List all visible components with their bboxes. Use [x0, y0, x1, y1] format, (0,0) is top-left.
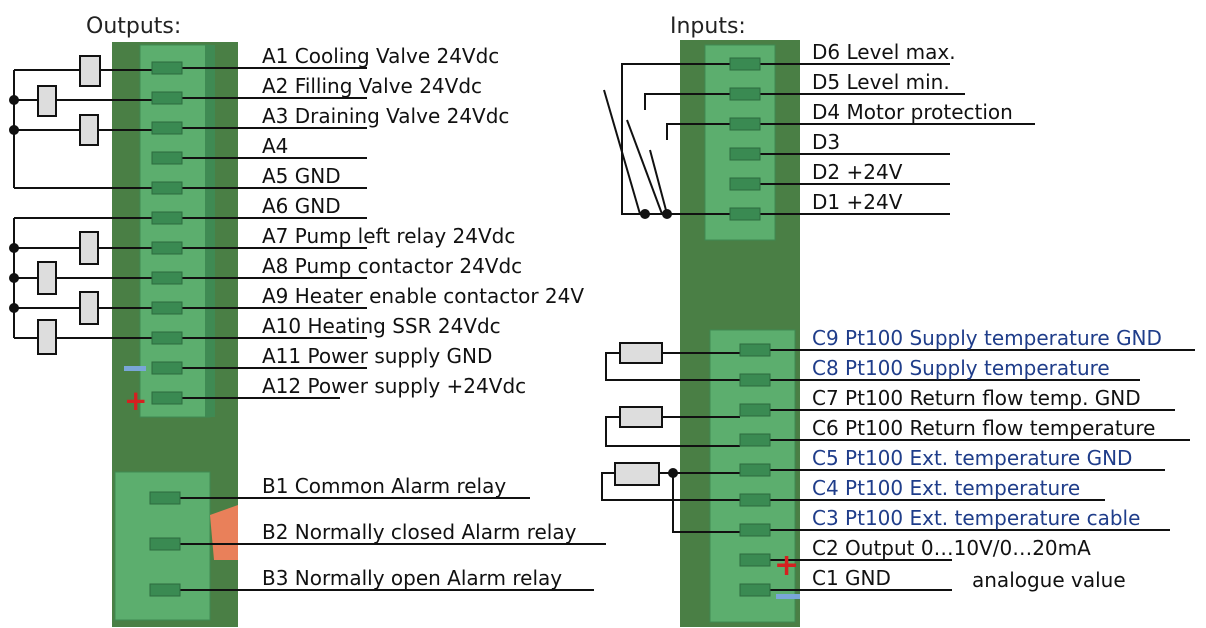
- terminal-b2: [149, 537, 181, 551]
- pt100-return-sensor: [619, 406, 663, 428]
- terminal-b3: [149, 583, 181, 597]
- analogue-value-note: analogue value: [972, 568, 1126, 592]
- inputs-title: Inputs:: [670, 14, 746, 39]
- terminal-a8: [151, 271, 183, 285]
- switch-d6: [603, 89, 641, 215]
- terminal-d5: [729, 87, 761, 101]
- terminal-a12: [151, 391, 183, 405]
- minus-marker-a11: [124, 366, 146, 371]
- label-d3: D3: [812, 130, 841, 154]
- plus-marker-a12: +: [124, 384, 147, 417]
- switch-d5: [626, 119, 663, 215]
- label-d1: D1 +24V: [812, 190, 903, 214]
- pump-contactor-coil: [37, 261, 57, 295]
- label-d2: D2 +24V: [812, 160, 903, 184]
- d6-wire: [621, 63, 745, 215]
- plus-marker-c2: +: [774, 548, 799, 583]
- label-c6: C6 Pt100 Return flow temperature: [812, 416, 1156, 440]
- orange-part: [210, 505, 238, 560]
- label-a2: A2 Filling Valve 24Vdc: [262, 74, 483, 98]
- label-d4: D4 Motor protection: [812, 100, 1013, 124]
- label-d5: D5 Level min.: [812, 70, 950, 94]
- connector-a-housing: [139, 44, 211, 418]
- terminal-d4: [729, 117, 761, 131]
- outputs-title: Outputs:: [86, 14, 182, 39]
- switch-d4: [649, 149, 668, 215]
- node-d-common-2: [662, 209, 672, 219]
- terminal-a5: [151, 181, 183, 195]
- label-b3: B3 Normally open Alarm relay: [262, 566, 563, 590]
- terminal-d1: [729, 207, 761, 221]
- label-c5: C5 Pt100 Ext. temperature GND: [812, 446, 1133, 470]
- valve-a3-resistor: [79, 114, 99, 146]
- label-d6: D6 Level max.: [812, 40, 956, 64]
- label-c1: C1 GND: [812, 566, 891, 590]
- terminal-c9: [739, 343, 771, 357]
- node-a2: [9, 95, 19, 105]
- terminal-c5: [739, 463, 771, 477]
- label-a6: A6 GND: [262, 194, 341, 218]
- terminal-a9: [151, 301, 183, 315]
- node-d-common-1: [640, 209, 650, 219]
- terminal-c7: [739, 403, 771, 417]
- d5-wire: [644, 93, 745, 110]
- terminal-d3: [729, 147, 761, 161]
- label-c4: C4 Pt100 Ext. temperature: [812, 476, 1081, 500]
- c6-wire: [605, 416, 740, 447]
- connector-a-edge: [205, 45, 215, 417]
- terminal-a4: [151, 151, 183, 165]
- terminal-a3: [151, 121, 183, 135]
- minus-marker-c1: [776, 594, 800, 599]
- label-c7: C7 Pt100 Return flow temp. GND: [812, 386, 1141, 410]
- label-c2: C2 Output 0…10V/0…20mA: [812, 536, 1091, 560]
- terminal-c6: [739, 433, 771, 447]
- label-a4: A4: [262, 134, 289, 158]
- node-c5: [668, 468, 678, 478]
- valve-a2-resistor: [37, 85, 57, 117]
- valve-a1-resistor: [79, 55, 101, 87]
- terminal-c8: [739, 373, 771, 387]
- label-b2: B2 Normally closed Alarm relay: [262, 520, 577, 544]
- terminal-d2: [729, 177, 761, 191]
- node-a8: [9, 273, 19, 283]
- terminal-a1: [151, 61, 183, 75]
- label-a7: A7 Pump left relay 24Vdc: [262, 224, 516, 248]
- terminal-a10: [151, 331, 183, 345]
- label-c8: C8 Pt100 Supply temperature: [812, 356, 1110, 380]
- c8-wire: [605, 352, 740, 381]
- label-a3: A3 Draining Valve 24Vdc: [262, 104, 510, 128]
- c3-wire: [672, 473, 740, 533]
- node-a3: [9, 125, 19, 135]
- label-a8: A8 Pump contactor 24Vdc: [262, 254, 523, 278]
- terminal-c4: [739, 493, 771, 507]
- terminal-c1: [739, 583, 771, 597]
- label-a10: A10 Heating SSR 24Vdc: [262, 314, 501, 338]
- terminal-a2: [151, 91, 183, 105]
- terminal-a7: [151, 241, 183, 255]
- pump-left-relay-coil: [79, 231, 99, 265]
- terminal-c3: [739, 523, 771, 537]
- node-a7: [9, 243, 19, 253]
- label-b1: B1 Common Alarm relay: [262, 474, 507, 498]
- label-a5: A5 GND: [262, 164, 341, 188]
- terminal-d6: [729, 57, 761, 71]
- label-a9: A9 Heater enable contactor 24V: [262, 284, 585, 308]
- c4-wire: [601, 472, 740, 501]
- node-a9: [9, 303, 19, 313]
- terminal-a11: [151, 361, 183, 375]
- label-c3: C3 Pt100 Ext. temperature cable: [812, 506, 1141, 530]
- pt100-ext-sensor: [614, 462, 660, 486]
- terminal-b1: [149, 491, 181, 505]
- d4-wire: [666, 123, 745, 140]
- heater-contactor-coil: [79, 291, 99, 325]
- terminal-a6: [151, 211, 183, 225]
- terminal-c2: [739, 553, 771, 567]
- heating-ssr: [37, 319, 57, 355]
- label-a12: A12 Power supply +24Vdc: [262, 374, 527, 398]
- pt100-supply-sensor: [619, 342, 663, 364]
- label-a1: A1 Cooling Valve 24Vdc: [262, 44, 500, 68]
- label-c9: C9 Pt100 Supply temperature GND: [812, 326, 1162, 350]
- label-a11: A11 Power supply GND: [262, 344, 493, 368]
